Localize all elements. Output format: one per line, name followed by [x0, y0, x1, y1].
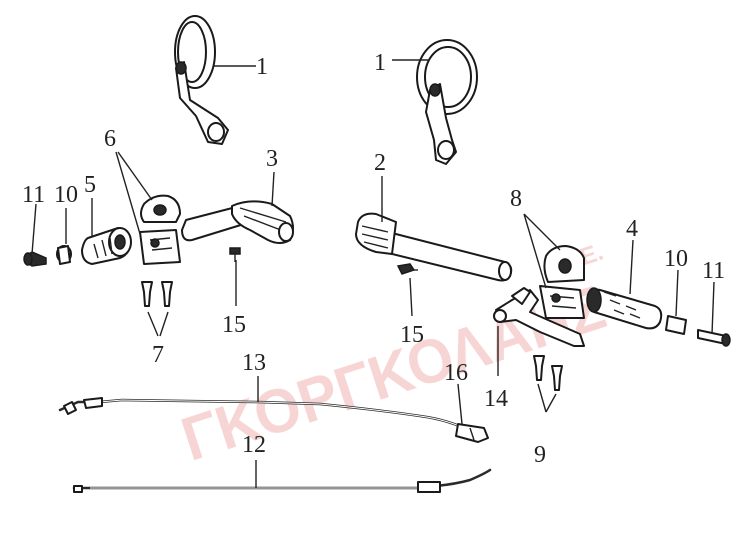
callout-1-left-mirror: 1 — [256, 54, 268, 80]
clutch-cable — [58, 397, 489, 443]
throttle-cable — [72, 468, 492, 493]
callout-10-left: 10 — [54, 182, 78, 208]
right-mirror — [416, 39, 478, 165]
throttle-tube — [355, 212, 513, 282]
callout-2: 2 — [374, 150, 386, 176]
right-end-bolt — [697, 329, 731, 347]
left-mirror — [174, 15, 229, 145]
clamp-bolts-right — [533, 355, 563, 391]
callout-14: 14 — [484, 386, 508, 412]
left-clamp — [139, 194, 181, 265]
screw-left — [229, 247, 241, 262]
callout-11-left: 11 — [22, 182, 45, 208]
callout-4: 4 — [626, 216, 638, 242]
callout-6: 6 — [104, 126, 116, 152]
left-end-bolt — [23, 251, 47, 267]
callout-15-right: 15 — [400, 322, 424, 348]
right-clamp — [539, 245, 585, 319]
callout-13: 13 — [242, 350, 266, 376]
callout-12: 12 — [242, 432, 266, 458]
callout-15-left: 15 — [222, 312, 246, 338]
left-spacer — [56, 245, 72, 265]
callout-11-right: 11 — [702, 258, 725, 284]
clamp-bolts-left — [141, 281, 173, 307]
callout-3: 3 — [266, 146, 278, 172]
callout-10-right: 10 — [664, 246, 688, 272]
callout-5: 5 — [84, 172, 96, 198]
callout-7: 7 — [152, 342, 164, 368]
callout-16: 16 — [444, 360, 468, 386]
callout-9: 9 — [534, 442, 546, 468]
brake-lever — [493, 287, 585, 347]
right-spacer — [665, 315, 687, 335]
right-grip — [586, 287, 663, 330]
left-grip-end — [81, 227, 132, 265]
screw-right — [396, 263, 418, 275]
clutch-lever — [181, 200, 294, 244]
callout-1-right-mirror: 1 — [374, 50, 386, 76]
leader-lines — [31, 59, 715, 488]
callout-labels: 1 1 2 3 4 5 6 7 8 9 10 10 11 11 12 13 14… — [22, 50, 725, 468]
callout-8: 8 — [510, 186, 522, 212]
